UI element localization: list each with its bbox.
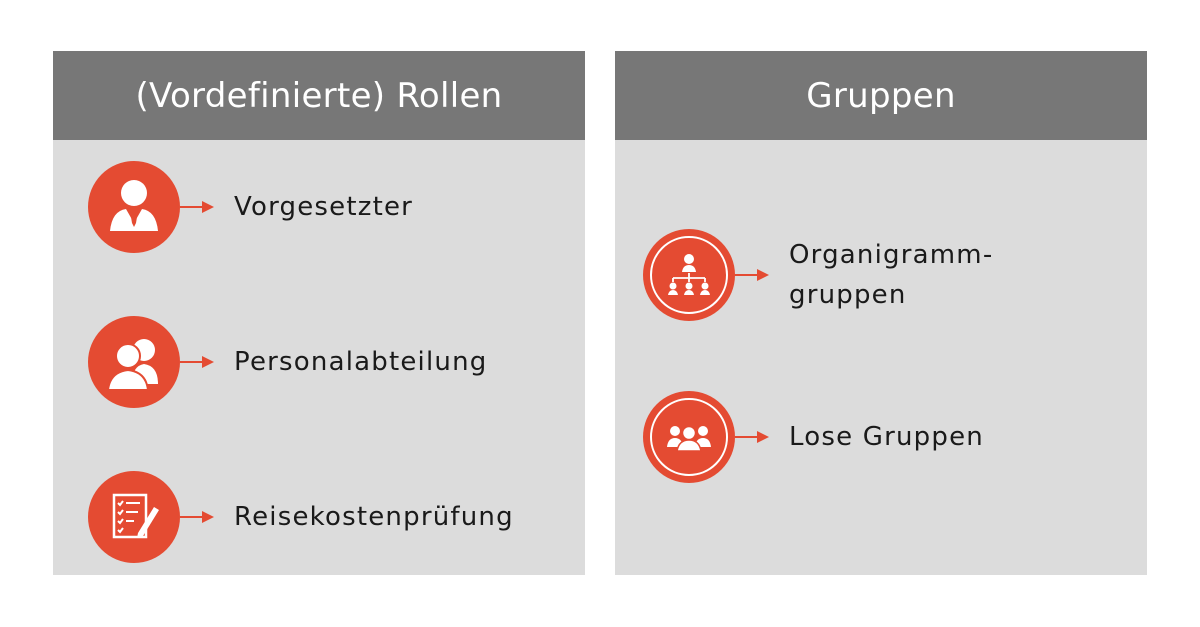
- manager-icon: [88, 161, 180, 253]
- checklist-pen-icon: [88, 471, 180, 563]
- group-label: Organigramm- gruppen: [789, 235, 993, 315]
- role-item-reisekostenpruefung: Reisekostenprüfung: [88, 471, 514, 563]
- arrow-right-icon: [180, 356, 214, 368]
- group-item-organigramm: Organigramm- gruppen: [643, 229, 993, 321]
- group-label-line1: Organigramm-: [789, 240, 994, 270]
- role-label: Personalabteilung: [234, 347, 488, 377]
- people-pair-icon: [88, 316, 180, 408]
- group-item-lose-gruppen: Lose Gruppen: [643, 391, 984, 483]
- role-label: Reisekostenprüfung: [234, 502, 514, 532]
- roles-panel-title: (Vordefinierte) Rollen: [53, 51, 585, 140]
- groups-panel: Gruppen: [615, 51, 1147, 575]
- group-icon: [643, 391, 735, 483]
- arrow-right-icon: [735, 431, 769, 443]
- group-label-line2: gruppen: [789, 280, 907, 310]
- arrow-right-icon: [180, 511, 214, 523]
- role-label: Vorgesetzter: [234, 192, 414, 222]
- group-label: Lose Gruppen: [789, 422, 984, 452]
- groups-panel-title: Gruppen: [615, 51, 1147, 140]
- org-chart-icon: [643, 229, 735, 321]
- roles-panel: (Vordefinierte) Rollen Vorgesetzter: [53, 51, 585, 575]
- arrow-right-icon: [735, 269, 769, 281]
- arrow-right-icon: [180, 201, 214, 213]
- role-item-vorgesetzter: Vorgesetzter: [88, 161, 413, 253]
- role-item-personalabteilung: Personalabteilung: [88, 316, 487, 408]
